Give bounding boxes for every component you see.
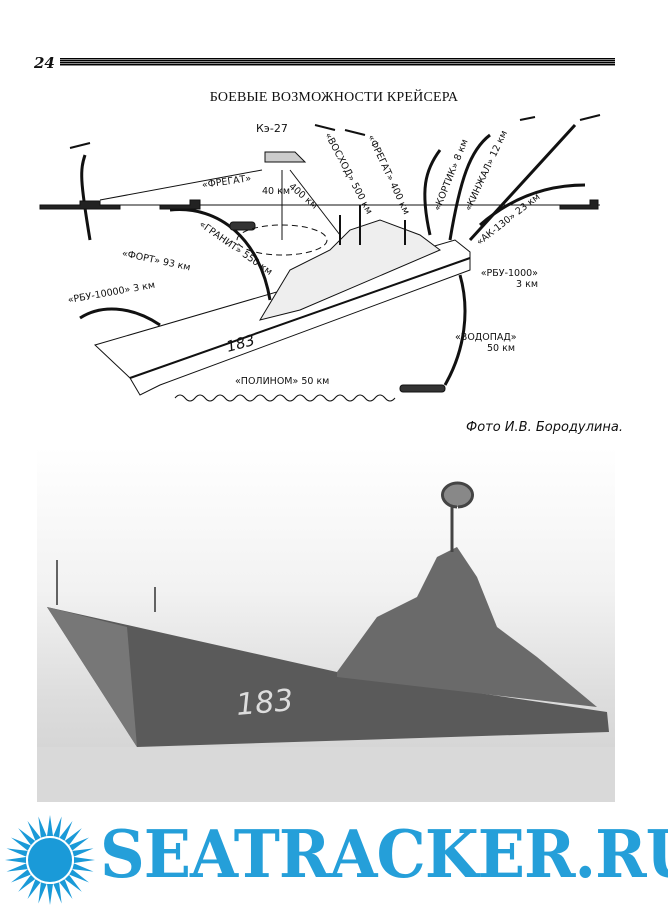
- photo-credit: Фото И.В. Бородулина.: [466, 420, 623, 435]
- sonar-wave: [174, 394, 396, 402]
- helicopter-icon: [264, 151, 307, 163]
- kinzhal-arrow: [448, 133, 491, 241]
- ship-hull: [94, 239, 471, 396]
- submarine-icon: [399, 384, 446, 393]
- target-ship-left: [39, 200, 121, 210]
- vodopad-arrow: [443, 274, 467, 386]
- watermark: SEATRACKER.RU: [100, 816, 668, 893]
- label-vodopad: «ВОДОПАД» 50 км: [455, 332, 517, 354]
- hull-number: 183: [224, 331, 256, 356]
- waterline: [129, 257, 471, 379]
- masts: [339, 205, 406, 245]
- label-ka27: Кэ-27: [256, 122, 288, 135]
- cruiser-photo: 183: [37, 447, 615, 802]
- aircraft-targets: [69, 114, 601, 149]
- target-ship-mid: [159, 199, 201, 210]
- label-40km: 40 км: [262, 186, 291, 197]
- kortik-arrow: [423, 149, 442, 236]
- granit-arrow: [169, 208, 272, 301]
- sun-logo-icon: [5, 815, 95, 905]
- cruiser-silhouette: 183: [37, 481, 615, 802]
- rbu10000-arrow: [79, 307, 161, 327]
- photo-hull-number: 183: [235, 683, 295, 723]
- radar-link: [289, 169, 341, 236]
- label-polinom: «ПОЛИНОМ» 50 км: [235, 376, 330, 387]
- target-ship-right: [559, 199, 599, 210]
- weapons-diagram: 183: [39, 114, 601, 402]
- page-title: БОЕВЫЕ ВОЗМОЖНОСТИ КРЕЙСЕРА: [209, 90, 459, 105]
- page-number: 24: [34, 54, 55, 72]
- fregat-beam: [99, 169, 263, 201]
- fort-arrow: [80, 154, 92, 241]
- label-rbu1000: «РБУ-1000» 3 км: [480, 268, 538, 290]
- header-rule: [60, 58, 615, 66]
- submarine-surface-icon: [229, 221, 256, 231]
- superstructure: [258, 219, 441, 321]
- ak130-arrow: [468, 123, 577, 242]
- ak130-arrow-2: [479, 183, 586, 227]
